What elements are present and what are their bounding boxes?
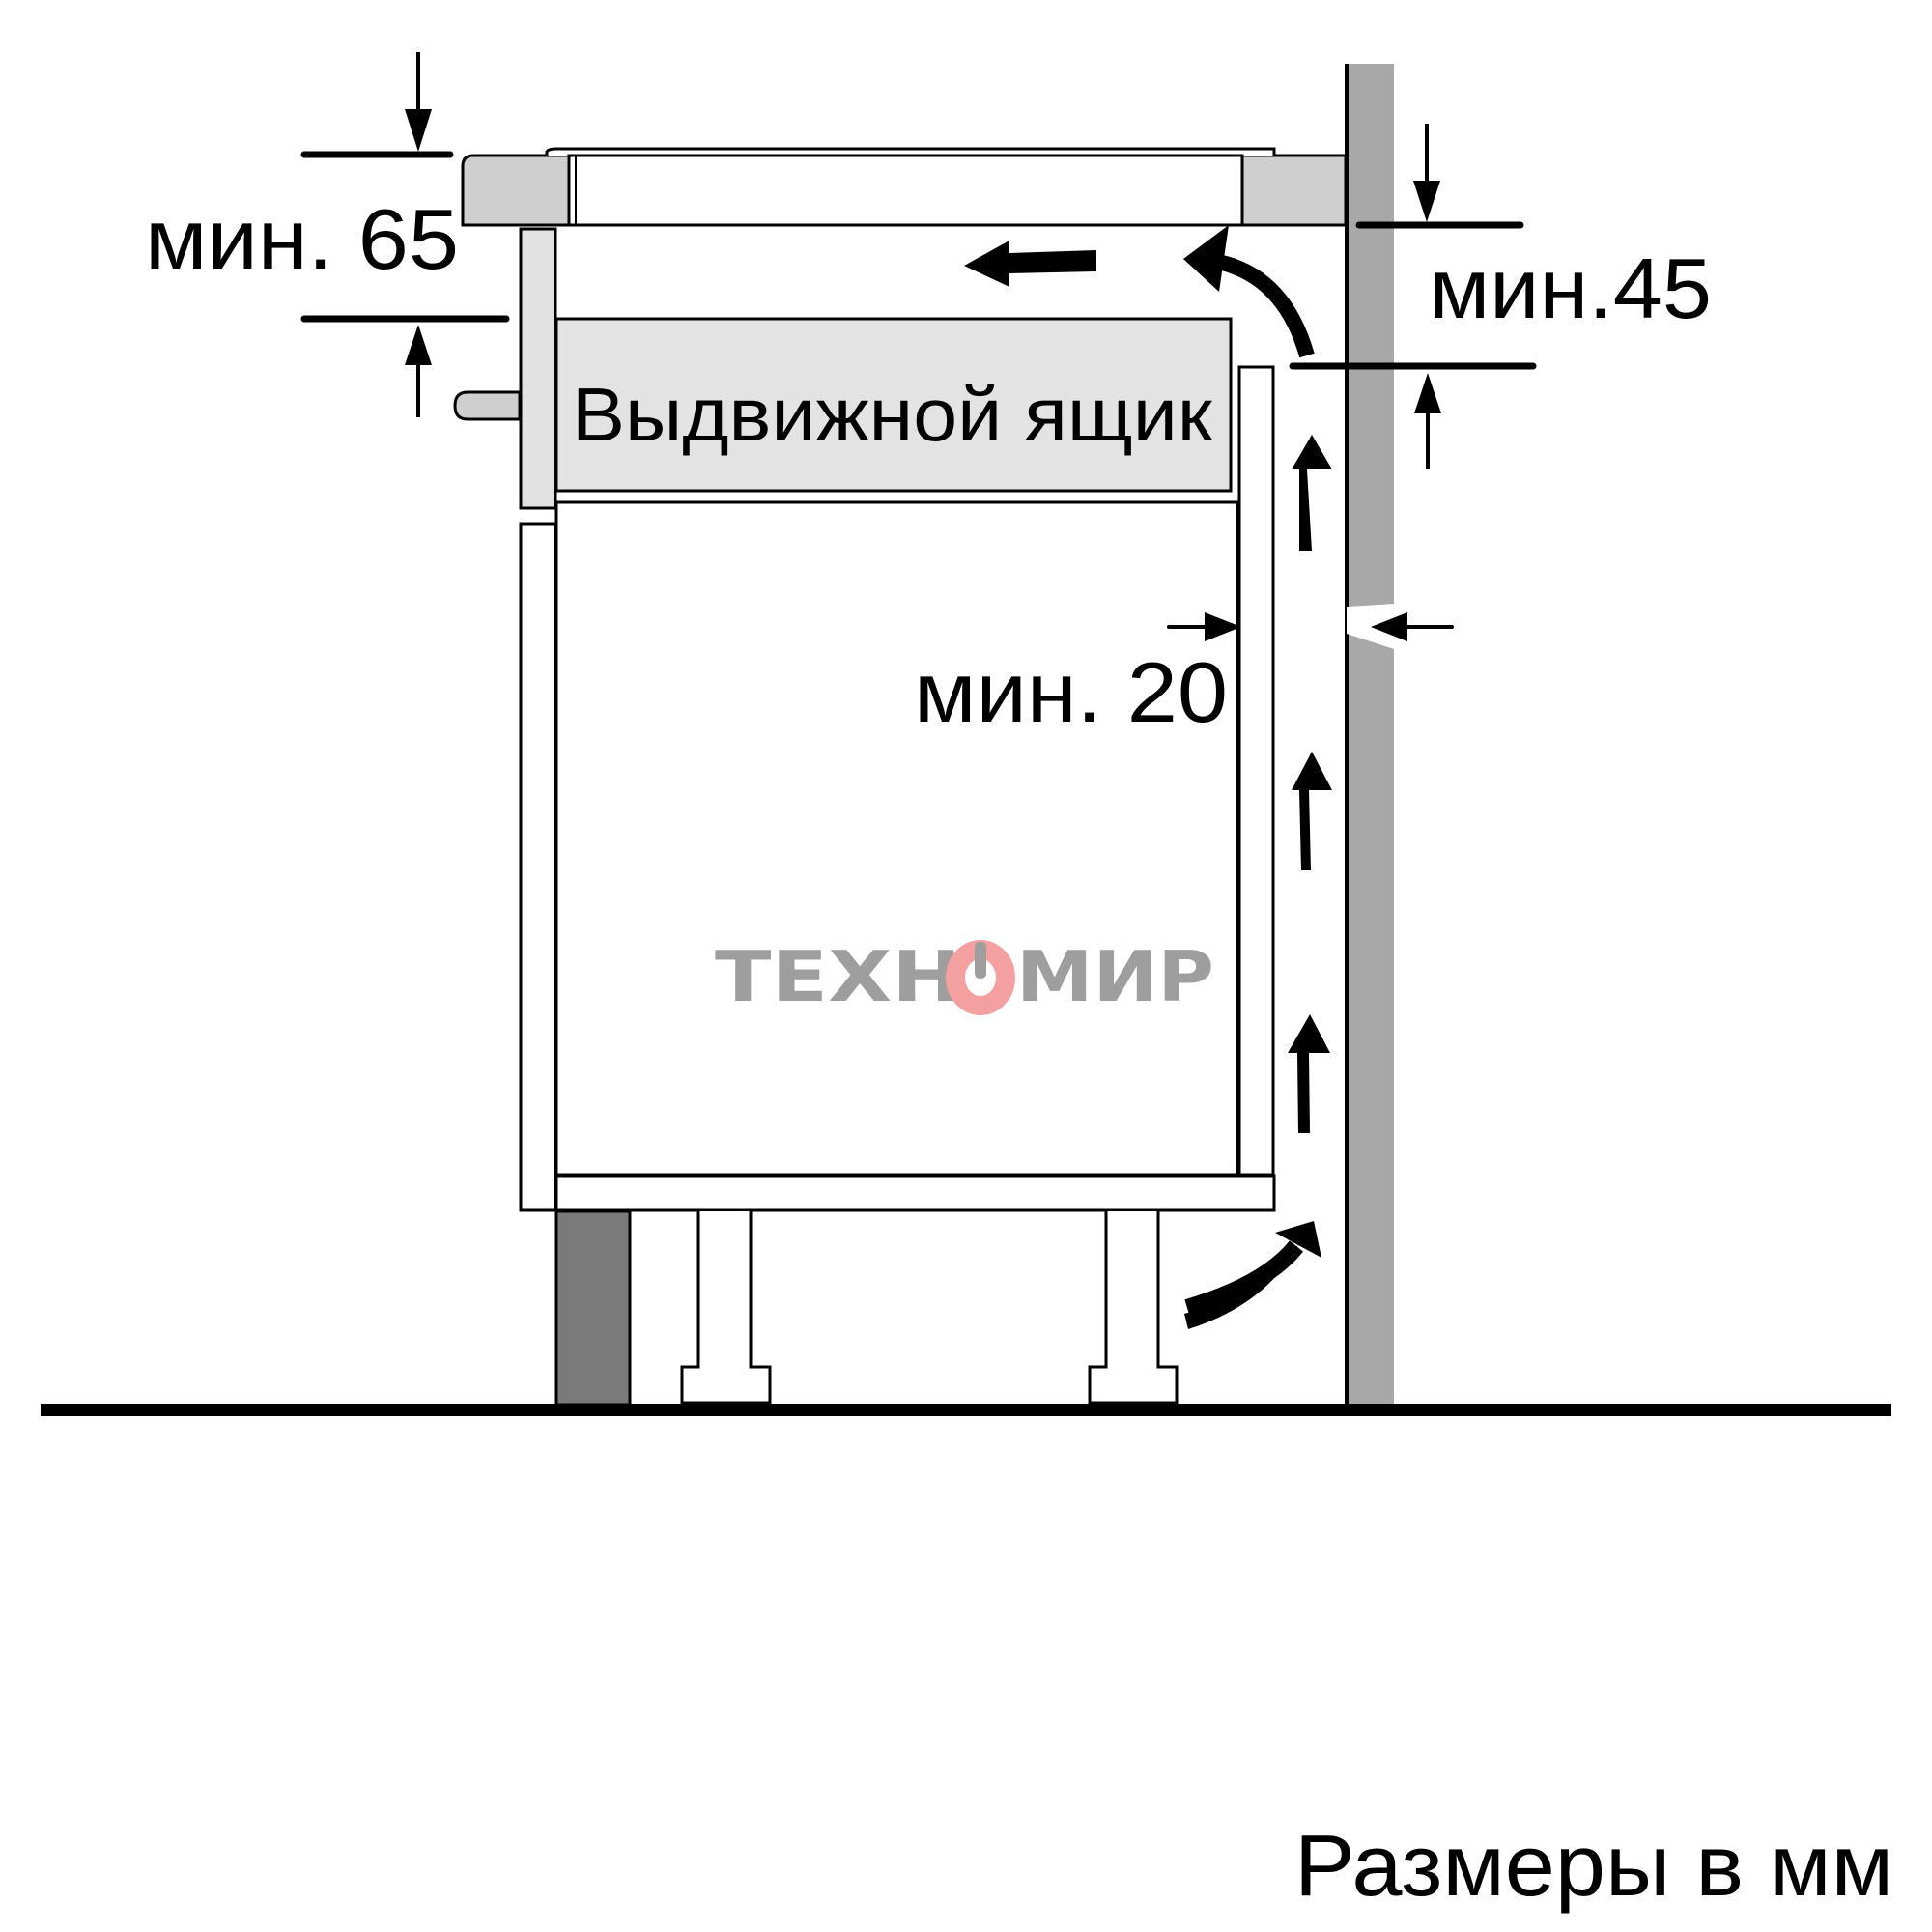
plinth [554, 1209, 632, 1406]
logo-text-right: МИР [1016, 936, 1214, 1017]
hob [545, 147, 1276, 227]
cabinet-leg-left [680, 1211, 772, 1405]
units-note: Размеры в мм [1294, 1818, 1893, 1915]
arrow-left-icon [964, 241, 1096, 287]
logo-text-left: ТЕХН [715, 936, 961, 1017]
cabinet-leg-right [1088, 1211, 1179, 1405]
cabinet-base [554, 1174, 1276, 1212]
airflow-arrows [964, 225, 1332, 1329]
label-min-45: мин.45 [1429, 241, 1712, 336]
label-min-20: мин. 20 [914, 644, 1228, 740]
drawer-handle [453, 390, 522, 421]
wall [1345, 64, 1394, 1409]
drawer [554, 317, 1233, 493]
drawer-label: Выдвижной ящик [572, 372, 1213, 457]
arrow-up-icon [1292, 435, 1332, 469]
countertop-right [1240, 154, 1348, 227]
countertop-left [461, 154, 571, 227]
front-panel-upper [519, 227, 557, 510]
curved-arrow-up-left-icon [1219, 255, 1315, 358]
watermark-logo: ТЕХН МИР [715, 936, 1214, 1017]
cabinet-body [554, 500, 1239, 1177]
floor-line [41, 1404, 1891, 1416]
front-panel-lower [519, 522, 557, 1212]
dimension-min-20: мин. 20 [914, 604, 1454, 740]
label-min-65: мин. 65 [145, 191, 459, 287]
dimension-min-65: мин. 65 [145, 52, 510, 417]
dimension-min-45: мин.45 [1289, 124, 1712, 469]
cabinet-side-panel [1237, 365, 1275, 1177]
